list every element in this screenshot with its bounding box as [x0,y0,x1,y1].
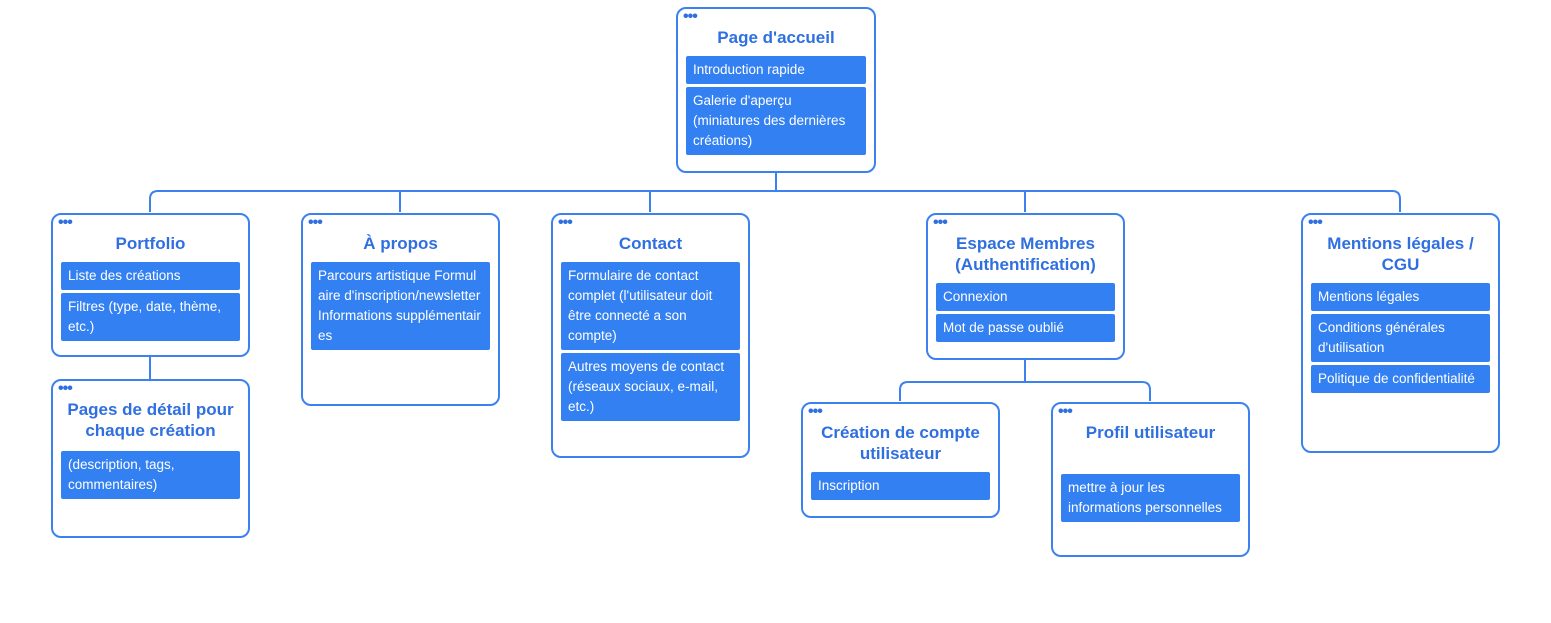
list-item: Autres moyens de contact (réseaux sociau… [561,353,740,421]
three-dots-icon[interactable]: ••• [558,214,573,231]
node-title: Pages de détail pour chaque création [67,400,234,440]
list-item: mettre à jour les informations personnel… [1061,474,1240,522]
node-title: Mentions légales / CGU [1327,234,1474,274]
node-title: À propos [363,234,438,253]
connector-members-bus [899,381,1151,401]
list-item: Formulaire de contact complet (l'utilisa… [561,262,740,350]
list-item: Mot de passe oublié [936,314,1115,342]
node-home[interactable]: ••• Page d'accueil Introduction rapide G… [676,7,876,173]
node-details[interactable]: ••• Pages de détail pour chaque création… [51,379,250,538]
node-title: Portfolio [115,234,186,253]
three-dots-icon[interactable]: ••• [933,214,948,231]
three-dots-icon[interactable]: ••• [58,214,73,231]
list-item: Introduction rapide [686,56,866,84]
list-item: Parcours artistique Formulaire d'inscrip… [311,262,490,350]
node-legal[interactable]: ••• Mentions légales / CGU Mentions léga… [1301,213,1500,453]
three-dots-icon[interactable]: ••• [1308,214,1323,231]
list-item: Galerie d'aperçu (miniatures des dernièr… [686,87,866,155]
node-contact[interactable]: ••• Contact Formulaire de contact comple… [551,213,750,458]
list-item: Connexion [936,283,1115,311]
node-title: Contact [618,234,683,253]
node-title: Profil utilisateur [1085,423,1216,442]
node-portfolio[interactable]: ••• Portfolio Liste des créations Filtre… [51,213,250,357]
node-about[interactable]: ••• À propos Parcours artistique Formula… [301,213,500,406]
list-item: Conditions générales d'utilisation [1311,314,1490,362]
list-item: Mentions légales [1311,283,1490,311]
node-title: Espace Membres (Authentification) [955,234,1096,274]
node-title: Création de compte utilisateur [821,423,980,463]
node-title: Page d'accueil [717,28,835,47]
three-dots-icon[interactable]: ••• [808,403,823,420]
list-item: (description, tags, commentaires) [61,451,240,499]
list-item: Filtres (type, date, thème, etc.) [61,293,240,341]
node-signup[interactable]: ••• Création de compte utilisateur Inscr… [801,402,1000,518]
three-dots-icon[interactable]: ••• [1058,403,1073,420]
node-profile[interactable]: ••• Profil utilisateur mettre à jour les… [1051,402,1250,557]
connector-main-bus [149,190,1401,212]
list-item: Inscription [811,472,990,500]
three-dots-icon[interactable]: ••• [58,380,73,397]
list-item: Liste des créations [61,262,240,290]
list-item: Politique de confidentialité [1311,365,1490,393]
node-members[interactable]: ••• Espace Membres (Authentification) Co… [926,213,1125,360]
three-dots-icon[interactable]: ••• [308,214,323,231]
three-dots-icon[interactable]: ••• [683,8,698,25]
